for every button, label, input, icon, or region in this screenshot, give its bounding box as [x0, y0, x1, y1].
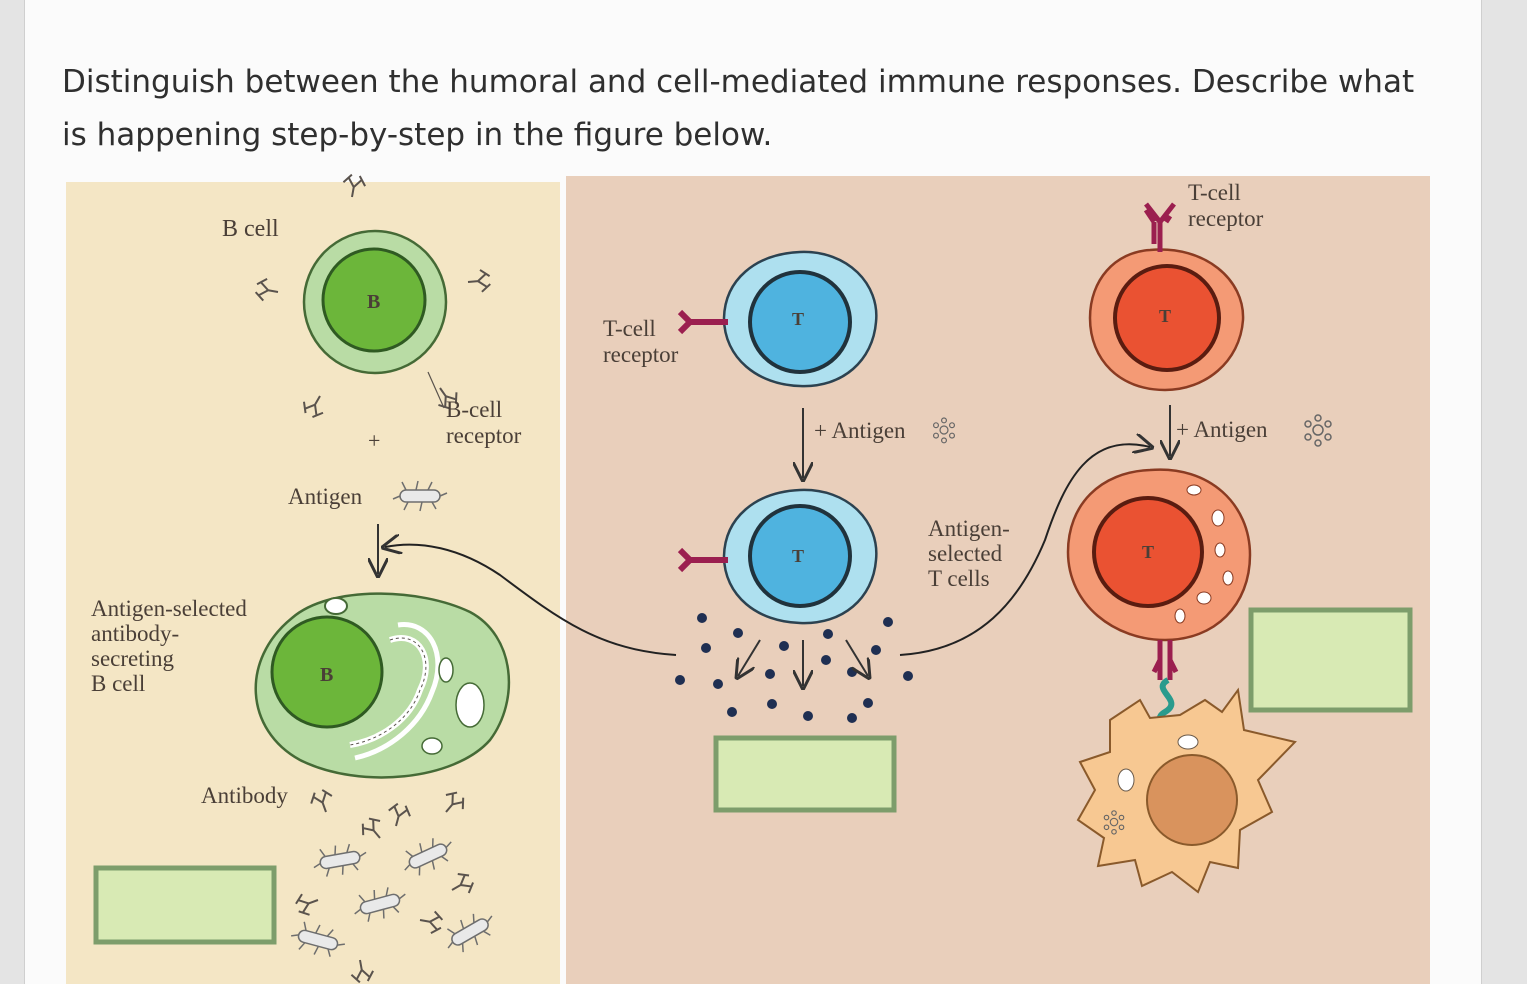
cell-mediated-panel: [566, 176, 1430, 984]
b-nucleus-label: B: [367, 291, 380, 313]
b-cell-receptor-label: B-cell receptor: [446, 397, 522, 448]
infected-target-cell: [1076, 687, 1297, 894]
b-cell-receptor-leader: [427, 371, 445, 409]
cytotoxic-t-nucleus-label: T: [1159, 306, 1171, 326]
cytotoxic-t-nucleus-label-2: T: [1142, 542, 1154, 562]
cytotoxic-t-receptor-label: T-cell receptor: [1188, 180, 1264, 231]
b-cell-label: B cell: [222, 216, 279, 242]
selected-b-cell-label: Antigen-selected antibody- secreting B c…: [91, 596, 253, 696]
helper-t-nucleus-label-2: T: [792, 546, 804, 566]
cytotoxic-t-cell-bottom: [1066, 468, 1252, 743]
helper-t-cell-top: [677, 250, 878, 388]
cytokine-to-b-cell-arrow: [385, 545, 677, 656]
cytokine-arrow-right: [845, 639, 868, 676]
selected-t-cells-label: Antigen- selected T cells: [928, 516, 1016, 591]
plus-antigen-label-helper: + Antigen: [814, 418, 906, 443]
plus-sign: +: [368, 428, 380, 453]
cytokine-to-t-cell-arrow: [899, 444, 1150, 656]
answer-box-cytokines[interactable]: [713, 735, 897, 813]
antigen-label-humoral: Antigen: [288, 484, 363, 509]
plasma-nucleus-label: B: [320, 664, 333, 686]
b-cell: [253, 172, 492, 422]
helper-t-nucleus-label: T: [792, 309, 804, 329]
question-text: Distinguish between the humoral and cell…: [62, 64, 1415, 153]
helper-t-receptor-label: T-cell receptor: [603, 316, 679, 367]
answer-box-humoral[interactable]: [93, 865, 277, 945]
plasma-b-cell: [254, 592, 511, 779]
antibody-label: Antibody: [201, 783, 288, 808]
plus-antigen-label-cytotoxic: + Antigen: [1176, 417, 1268, 442]
cytokine-arrow-left: [738, 639, 761, 676]
answer-box-cytotoxic[interactable]: [1248, 607, 1413, 713]
helper-t-cell-bottom: [677, 488, 878, 625]
cytotoxic-t-cell-top: [1088, 202, 1245, 392]
